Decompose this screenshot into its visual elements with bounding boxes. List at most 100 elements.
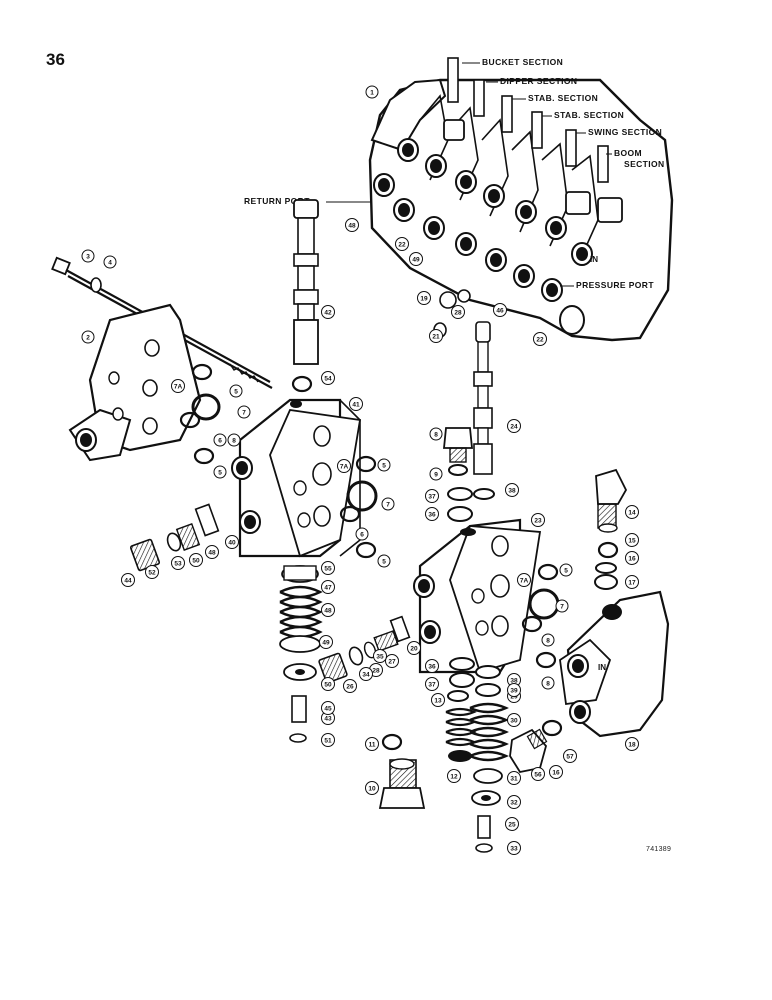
callout-number: 21 <box>432 333 440 340</box>
callout-number: 38 <box>510 677 518 684</box>
callout-c24: 24 <box>507 419 521 433</box>
callout-number: 26 <box>346 683 354 690</box>
callout-number: 48 <box>348 222 356 229</box>
callout-c21: 21 <box>429 329 443 343</box>
callout-number: 28 <box>372 667 380 674</box>
callout-c49a: 49 <box>319 635 333 649</box>
callout-c32: 32 <box>507 795 521 809</box>
callout-c50a: 50 <box>321 677 335 691</box>
callout-number: 8 <box>546 637 550 644</box>
callout-c1: 1 <box>365 85 379 99</box>
callout-c17: 17 <box>625 575 639 589</box>
callout-c49b: 49 <box>409 252 423 266</box>
callout-number: 38 <box>508 487 516 494</box>
figure-code: 741389 <box>646 846 672 853</box>
callout-c12: 12 <box>447 769 461 783</box>
callout-c5d: 5 <box>377 554 391 568</box>
relief-stack-right <box>594 468 628 590</box>
relief-valve-10 <box>378 733 426 809</box>
callout-number: 49 <box>412 256 420 263</box>
callout-number: 22 <box>536 336 544 343</box>
callout-number: 13 <box>434 697 442 704</box>
relief-assembly-middle <box>318 615 411 684</box>
label-stab-section-2: STAB. SECTION <box>554 110 624 120</box>
callout-c31: 31 <box>507 771 521 785</box>
callout-number: 40 <box>228 539 236 546</box>
label-bucket-section: BUCKET SECTION <box>482 57 563 67</box>
callout-c8d: 8 <box>541 676 555 690</box>
callout-c34: 34 <box>359 667 373 681</box>
page-number: 36 <box>46 50 65 69</box>
callout-c35: 35 <box>373 649 387 663</box>
callout-c37a: 37 <box>425 489 439 503</box>
callout-number: 6 <box>218 437 222 444</box>
callout-c53: 53 <box>171 556 185 570</box>
callout-c5e: 5 <box>559 563 573 577</box>
callout-c38b: 38 <box>507 673 521 687</box>
callout-number: 32 <box>510 799 518 806</box>
callout-number: 48 <box>324 607 332 614</box>
callout-number: 23 <box>534 517 542 524</box>
callout-number: 46 <box>496 307 504 314</box>
callout-c41: 41 <box>349 397 363 411</box>
end-plate <box>68 303 221 465</box>
callout-number: 39 <box>510 687 518 694</box>
callout-number: 35 <box>376 653 384 660</box>
callout-c2: 2 <box>81 330 95 344</box>
callout-c7c: 7 <box>555 599 569 613</box>
callout-number: 12 <box>450 773 458 780</box>
callout-c7b: 7 <box>381 497 395 511</box>
callout-c6a: 6 <box>213 433 227 447</box>
relief-housing-18: IN <box>559 590 670 738</box>
callout-number: 54 <box>324 375 332 382</box>
section-body-23 <box>413 518 560 674</box>
callout-c48a: 48 <box>345 218 359 232</box>
callout-c47: 47 <box>321 580 335 594</box>
callout-c8a: 8 <box>227 433 241 447</box>
callout-c33: 33 <box>507 841 521 855</box>
label-stab-section-1: STAB. SECTION <box>528 93 598 103</box>
label-boom-line2: SECTION <box>624 159 665 169</box>
callout-c3: 3 <box>81 249 95 263</box>
in-port-mark: IN <box>590 255 598 264</box>
callout-number: 50 <box>192 557 200 564</box>
callout-c22a: 22 <box>395 237 409 251</box>
callout-c44: 44 <box>121 573 135 587</box>
callout-number: 52 <box>148 569 156 576</box>
callout-c25: 25 <box>505 817 519 831</box>
callout-c36a: 36 <box>425 507 439 521</box>
label-pressure-port: PRESSURE PORT <box>576 280 654 290</box>
section-body-41 <box>231 398 378 559</box>
callout-number: 7 <box>386 501 390 508</box>
callout-c7a: 7 <box>237 405 251 419</box>
callout-c23: 23 <box>531 513 545 527</box>
callouts: 123455555667777A7A7A88889101112131415161… <box>81 85 639 855</box>
callout-c57: 57 <box>563 749 577 763</box>
spring-stack-left <box>279 565 323 743</box>
callout-number: 17 <box>628 579 636 586</box>
callout-number: 28 <box>454 309 462 316</box>
callout-c51: 51 <box>321 733 335 747</box>
callout-c30: 30 <box>507 713 521 727</box>
in-relief-mark: IN <box>598 663 606 672</box>
callout-c20: 20 <box>407 641 421 655</box>
callout-number: 34 <box>362 671 370 678</box>
callout-number: 37 <box>428 681 436 688</box>
callout-number: 8 <box>232 437 236 444</box>
callout-c8c: 8 <box>541 633 555 647</box>
callout-number: 53 <box>174 560 182 567</box>
callout-number: 19 <box>420 295 428 302</box>
callout-c40: 40 <box>225 535 239 549</box>
callout-number: 3 <box>86 253 90 260</box>
callout-number: 41 <box>352 401 360 408</box>
callout-c5b: 5 <box>213 465 227 479</box>
callout-c22b: 22 <box>533 332 547 346</box>
callout-number: 16 <box>552 769 560 776</box>
section-labels: BUCKET SECTION DIPPER SECTION STAB. SECT… <box>244 57 665 290</box>
callout-c7Ac: 7A <box>517 573 531 587</box>
callout-number: 1 <box>370 89 374 96</box>
callout-c7Aa: 7A <box>171 379 185 393</box>
callout-number: 5 <box>564 567 568 574</box>
callout-number: 31 <box>510 775 518 782</box>
callout-number: 50 <box>324 681 332 688</box>
